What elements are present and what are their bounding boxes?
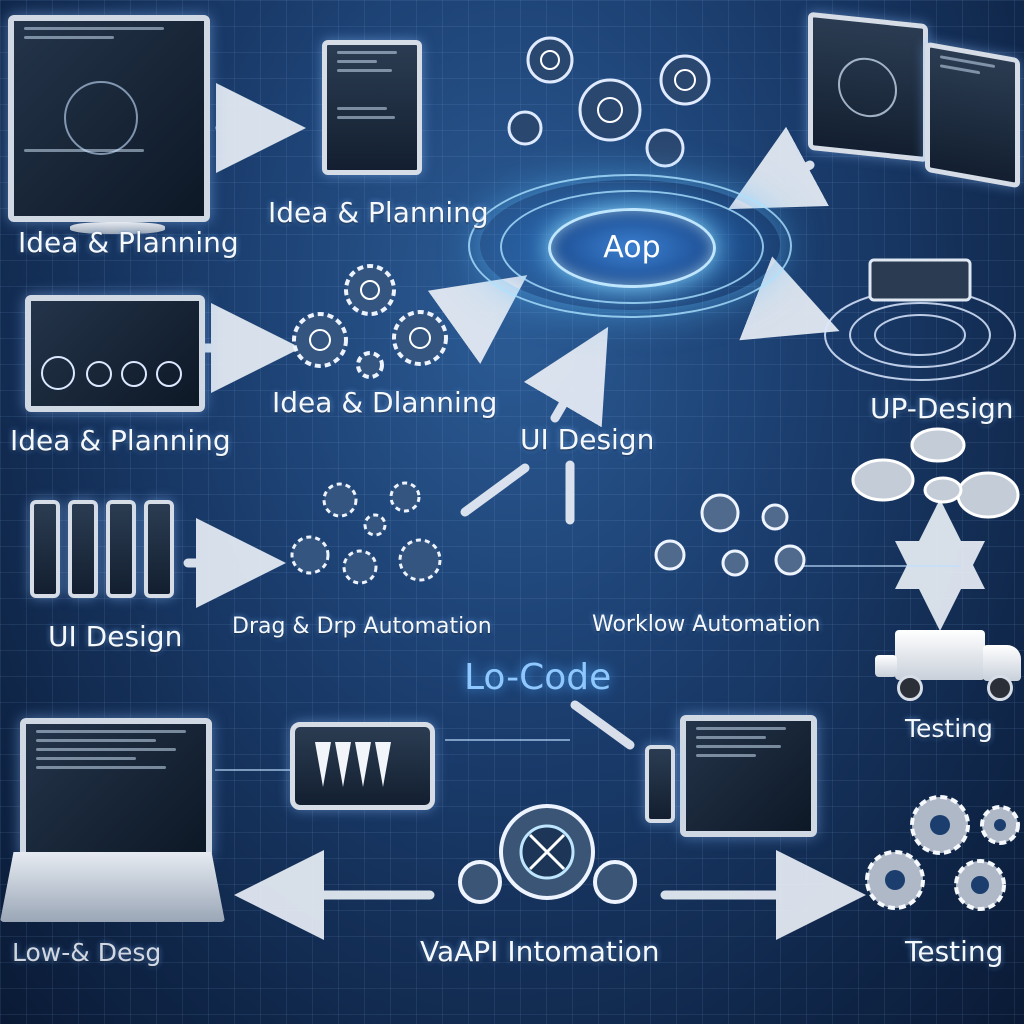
app-center-badge: Aop bbox=[548, 208, 716, 288]
gears-top bbox=[507, 36, 711, 168]
gears-drag-drop bbox=[290, 481, 442, 585]
monitor-stand bbox=[70, 222, 165, 234]
tablet-icon bbox=[290, 722, 435, 810]
dashboard-panel bbox=[25, 295, 205, 412]
label-idea-planning-left: Idea & Planning bbox=[18, 226, 239, 259]
gears-middle bbox=[292, 264, 448, 379]
arrow-5 bbox=[739, 256, 840, 341]
label-idea-planning-middle: Idea & Planning bbox=[10, 424, 231, 457]
panel-top-right-2 bbox=[925, 41, 1020, 189]
arrow-6 bbox=[427, 275, 528, 365]
label-ui-design-center: UI Design bbox=[520, 423, 655, 456]
arrow-4 bbox=[728, 126, 829, 210]
document-top bbox=[322, 40, 422, 175]
ui-design-panels bbox=[30, 500, 180, 605]
up-design-target bbox=[824, 258, 1016, 381]
label-drag-drop: Drag & Drp Automation bbox=[232, 614, 492, 639]
gears-bottom-right bbox=[865, 795, 1020, 911]
arrow-8 bbox=[460, 463, 530, 517]
gears-workflow bbox=[654, 493, 806, 577]
label-ui-design-left: UI Design bbox=[48, 620, 183, 653]
delivery-truck-icon bbox=[875, 630, 1024, 710]
arrow-7 bbox=[523, 326, 609, 428]
label-lo-code: Lo-Code bbox=[464, 657, 612, 698]
label-api-automation: VaAPI Intomation bbox=[420, 935, 660, 968]
monitor-bottom-right bbox=[680, 715, 817, 837]
label-testing-upper: Testing bbox=[905, 714, 993, 743]
panel-top-right-1 bbox=[808, 11, 928, 163]
label-idea-planning-top: Idea & Planning bbox=[268, 196, 489, 229]
label-up-design: UP-Design bbox=[870, 392, 1014, 425]
monitor-top-left bbox=[8, 15, 210, 222]
testing-blobs bbox=[851, 427, 1020, 519]
laptop-keyboard bbox=[0, 852, 225, 922]
label-workflow: Worklow Automation bbox=[592, 612, 821, 637]
label-testing-lower: Testing bbox=[905, 935, 1004, 968]
server-icon bbox=[645, 745, 675, 823]
api-gear bbox=[458, 804, 637, 904]
arrow-14 bbox=[570, 700, 635, 750]
label-idea-dlanning: Idea & Dlanning bbox=[272, 386, 498, 419]
laptop-screen bbox=[20, 718, 212, 858]
label-low-design: Low-& Desg bbox=[12, 938, 162, 967]
